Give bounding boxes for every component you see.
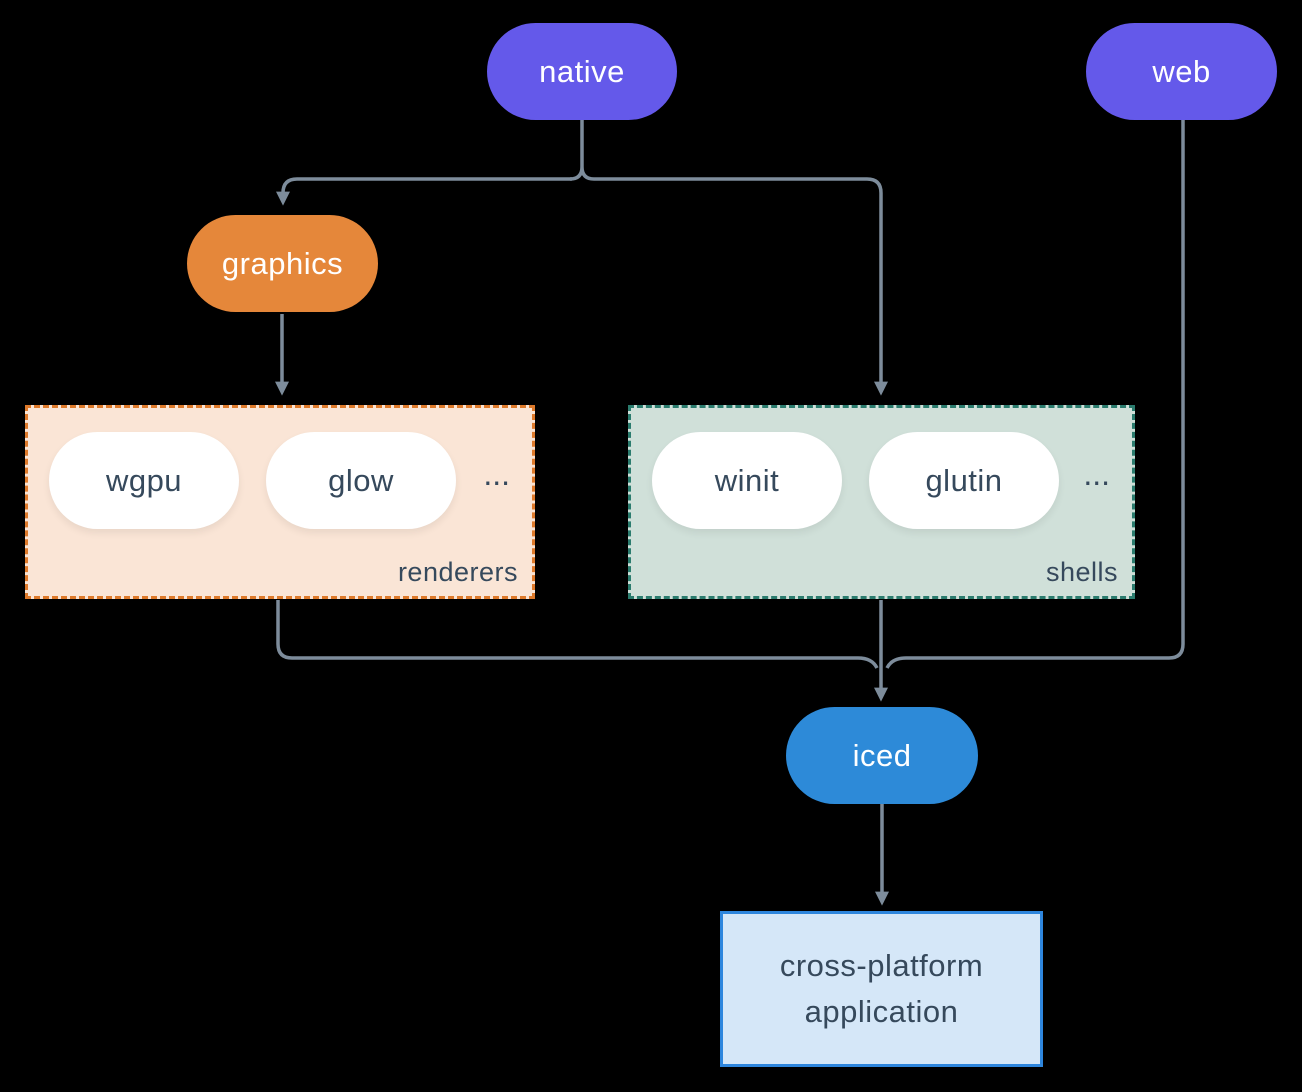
node-winit-label: winit	[714, 462, 780, 498]
node-native-label: native	[539, 53, 625, 89]
node-glutin-label: glutin	[925, 462, 1003, 498]
node-graphics: graphics	[187, 215, 378, 312]
node-application: cross-platform application	[720, 911, 1043, 1067]
edge-native-to-graphics	[276, 177, 572, 206]
node-glow: glow	[266, 432, 456, 529]
edge-web-to-junction	[885, 120, 1185, 669]
edge-native-to-shells	[594, 177, 888, 396]
node-glutin: glutin	[869, 432, 1059, 529]
renderers-group-label: renderers	[397, 557, 518, 587]
shells-ellipsis: ...	[1083, 456, 1110, 492]
node-winit: winit	[652, 432, 842, 529]
node-iced: iced	[786, 707, 978, 804]
node-graphics-label: graphics	[221, 245, 344, 281]
node-iced-label: iced	[852, 737, 912, 773]
edge-renderers-to-junction	[276, 600, 879, 669]
node-web-label: web	[1152, 53, 1211, 89]
group-renderers: wgpu glow ... renderers	[25, 405, 535, 599]
node-native: native	[487, 23, 677, 120]
node-application-label: cross-platform application	[779, 947, 984, 1030]
group-shells: winit glutin ... shells	[628, 405, 1135, 599]
node-wgpu: wgpu	[49, 432, 239, 529]
node-web: web	[1086, 23, 1277, 120]
edge-native-stem	[569, 120, 595, 181]
renderers-ellipsis: ...	[483, 456, 510, 492]
node-glow-label: glow	[328, 462, 394, 498]
node-wgpu-label: wgpu	[105, 462, 183, 498]
shells-group-label: shells	[1045, 557, 1118, 587]
